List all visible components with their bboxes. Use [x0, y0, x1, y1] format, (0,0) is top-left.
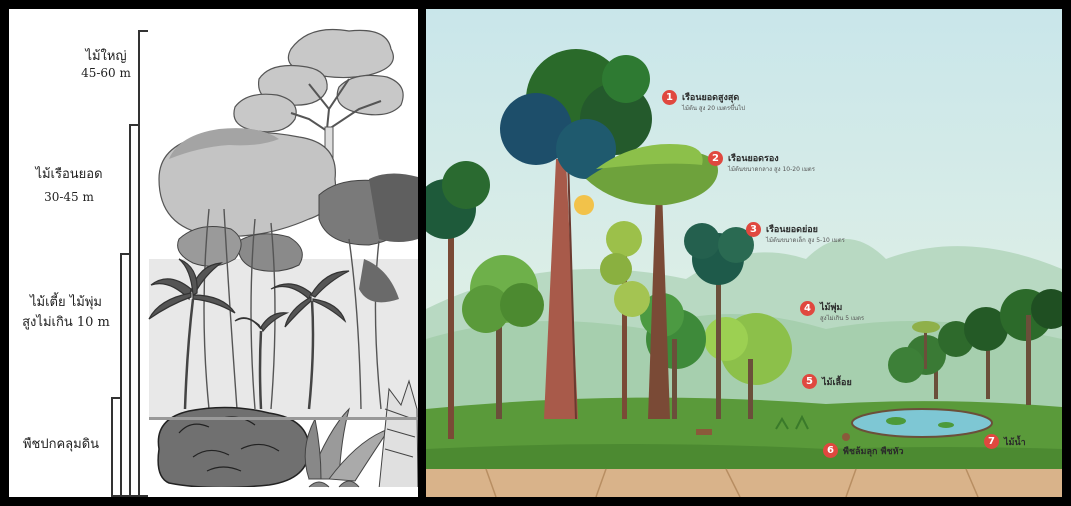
label-marker-2: 2	[708, 151, 723, 166]
forest-scene	[426, 9, 1062, 497]
label-marker-4: 4	[800, 301, 815, 316]
label-desc-1: ไม้ต้น สูง 20 เมตรขึ้นไป	[682, 103, 745, 113]
label-marker-3: 3	[746, 222, 761, 237]
understory-layer-name: ไม้เตี้ย ไม้พุ่ม	[13, 295, 119, 311]
colored-forest-illustration: 1 เรือนยอดสูงสุด ไม้ต้น สูง 20 เมตรขึ้นไ…	[426, 9, 1062, 497]
emergent-layer-name: ไม้ใหญ่	[61, 49, 151, 65]
ground-layer-bracket	[111, 397, 113, 497]
label-title-3: เรือนยอดย่อย	[766, 222, 818, 236]
forest-layers-diagram: ไม้ใหญ่ 45-60 m ไม้เรือนยอด 30-45 m ไม้เ…	[9, 9, 418, 497]
emergent-layer-label: ไม้ใหญ่ 45-60 m	[61, 49, 151, 81]
canopy-layer-label: ไม้เรือนยอด 30-45 m	[15, 167, 123, 205]
label-title-1: เรือนยอดสูงสุด	[682, 90, 739, 104]
ground-layer-label: พืชปกคลุมดิน	[11, 437, 111, 453]
label-marker-5: 5	[802, 374, 817, 389]
canopy-layer-bracket	[129, 124, 131, 497]
label-title-5: ไม้เลื้อย	[822, 375, 852, 389]
label-desc-4: สูงไม่เกิน 5 เมตร	[820, 313, 864, 323]
understory-layer-label: ไม้เตี้ย ไม้พุ่ม สูงไม่เกิน 10 m	[13, 295, 119, 331]
label-desc-2: ไม้ต้นขนาดกลาง สูง 10-20 เมตร	[728, 164, 815, 174]
canopy-layer-name: ไม้เรือนยอด	[15, 167, 123, 183]
canopy-layer-height: 30-45 m	[15, 189, 123, 205]
label-title-4: ไม้พุ่ม	[820, 300, 842, 314]
label-desc-3: ไม้ต้นขนาดเล็ก สูง 5-10 เมตร	[766, 235, 845, 245]
emergent-layer-bracket	[138, 30, 140, 497]
label-marker-6: 6	[823, 443, 838, 458]
label-title-7: ไม้น้ำ	[1004, 435, 1026, 449]
emergent-layer-height: 45-60 m	[61, 65, 151, 81]
grayscale-forest-illustration	[9, 9, 418, 497]
label-title-6: พืชล้มลุก พืชหัว	[843, 444, 904, 458]
understory-layer-height: สูงไม่เกิน 10 m	[13, 315, 119, 331]
understory-layer-bracket	[120, 253, 122, 497]
label-marker-1: 1	[662, 90, 677, 105]
label-marker-7: 7	[984, 434, 999, 449]
ground-layer-name: พืชปกคลุมดิน	[11, 437, 111, 453]
label-title-2: เรือนยอดรอง	[728, 151, 779, 165]
